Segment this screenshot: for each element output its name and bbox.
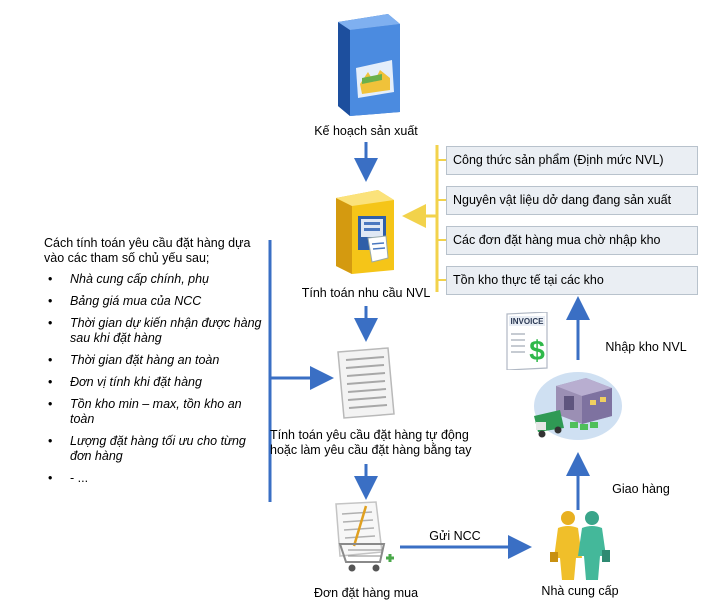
production-plan-icon	[332, 12, 404, 118]
node-purchase-order: Đơn đặt hàng mua	[313, 586, 419, 600]
input-box-inventory: Tồn kho thực tế tại các kho	[446, 266, 698, 295]
parameter-item: - ...	[44, 471, 264, 486]
node-production-plan: Kế hoạch sản xuất	[314, 124, 418, 138]
warehouse-icon	[530, 360, 626, 442]
parameter-item: Thời gian dự kiến nhận được hàng sau khi…	[44, 316, 264, 346]
input-box-formula: Công thức sản phẩm (Định mức NVL)	[446, 146, 698, 175]
parameter-item: Lượng đặt hàng tối ưu cho từng đơn hàng	[44, 434, 264, 464]
parameter-list: Cách tính toán yêu cầu đặt hàng dựa vào …	[44, 236, 264, 493]
node-material-needs: Tính toán nhu cầu NVL	[301, 286, 431, 300]
parameter-intro: Cách tính toán yêu cầu đặt hàng dựa vào …	[44, 236, 251, 265]
order-document-icon	[334, 346, 398, 420]
material-needs-icon	[328, 186, 404, 276]
parameter-item: Đơn vị tính khi đặt hàng	[44, 375, 264, 390]
invoice-text: INVOICE	[511, 317, 545, 326]
node-order-calc-line1: Tính toán yêu cầu đặt hàng tự động	[270, 428, 469, 442]
supplier-icon	[548, 508, 614, 582]
edge-send-supplier: Gửi NCC	[429, 529, 481, 543]
node-order-calc-line2: hoặc làm yêu cầu đặt hàng bằng tay	[270, 443, 472, 457]
node-supplier: Nhà cung cấp	[541, 584, 619, 598]
purchase-order-icon	[326, 500, 402, 580]
invoice-icon: INVOICE $	[505, 311, 549, 371]
edge-delivery: Giao hàng	[612, 482, 670, 496]
node-warehouse-receipt: Nhập kho NVL	[605, 340, 687, 354]
parameter-item: Bảng giá mua của NCC	[44, 294, 264, 309]
parameter-items: Nhà cung cấp chính, phụ Bảng giá mua của…	[44, 272, 264, 486]
parameter-item: Nhà cung cấp chính, phụ	[44, 272, 264, 287]
parameter-item: Thời gian đặt hàng an toàn	[44, 353, 264, 368]
dollar-icon: $	[529, 335, 545, 366]
input-box-wip: Nguyên vật liệu dở dang đang sản xuất	[446, 186, 698, 215]
parameter-item: Tồn kho min – max, tồn kho an toàn	[44, 397, 264, 427]
input-box-pending-orders: Các đơn đặt hàng mua chờ nhập kho	[446, 226, 698, 255]
